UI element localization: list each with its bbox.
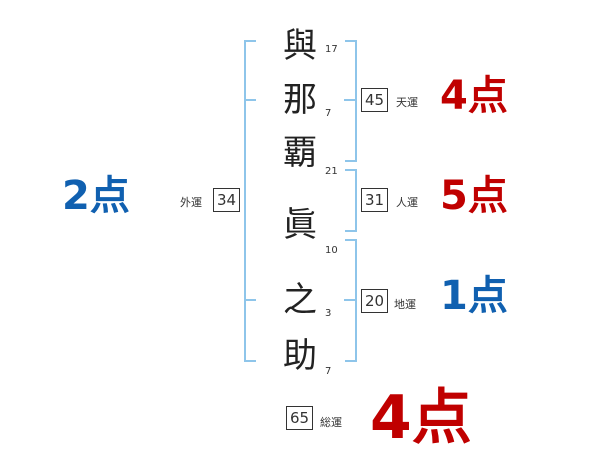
tenun-score: 4点 bbox=[440, 73, 508, 119]
name-char: 覇 bbox=[283, 133, 317, 173]
outer-bracket bbox=[244, 40, 256, 362]
stroke-count: 21 bbox=[325, 166, 338, 177]
name-char: 那 bbox=[283, 80, 317, 120]
stroke-count: 7 bbox=[325, 366, 332, 377]
gaiun-score: 2点 bbox=[62, 173, 130, 219]
chiun-score: 1点 bbox=[440, 273, 508, 319]
name-char: 與 bbox=[283, 26, 317, 66]
bracket-tick bbox=[244, 299, 256, 301]
chiun-value: 20 bbox=[361, 289, 389, 313]
stroke-count: 7 bbox=[325, 108, 332, 119]
name-char: 助 bbox=[283, 336, 317, 376]
jinun-bracket bbox=[345, 169, 357, 232]
souun-value: 65 bbox=[286, 406, 314, 430]
gaiun-label: 外運 bbox=[180, 196, 202, 209]
chiun-label: 地運 bbox=[394, 298, 416, 311]
jinun-value: 31 bbox=[361, 188, 389, 212]
jinun-label: 人運 bbox=[396, 196, 418, 209]
chiun-bracket bbox=[345, 239, 357, 362]
tenun-bracket bbox=[345, 40, 357, 162]
gaiun-value: 34 bbox=[213, 188, 241, 212]
stroke-count: 17 bbox=[325, 44, 338, 55]
souun-score: 4点 bbox=[370, 383, 472, 453]
bracket-tick bbox=[244, 99, 256, 101]
stroke-count: 10 bbox=[325, 245, 338, 256]
souun-label: 総運 bbox=[320, 416, 342, 429]
name-char: 之 bbox=[283, 280, 317, 320]
tenun-value: 45 bbox=[361, 88, 389, 112]
bracket-tick bbox=[344, 299, 356, 301]
tenun-label: 天運 bbox=[396, 96, 418, 109]
jinun-score: 5点 bbox=[440, 173, 508, 219]
name-char: 眞 bbox=[283, 205, 317, 245]
stroke-count: 3 bbox=[325, 308, 332, 319]
bracket-tick bbox=[344, 99, 356, 101]
